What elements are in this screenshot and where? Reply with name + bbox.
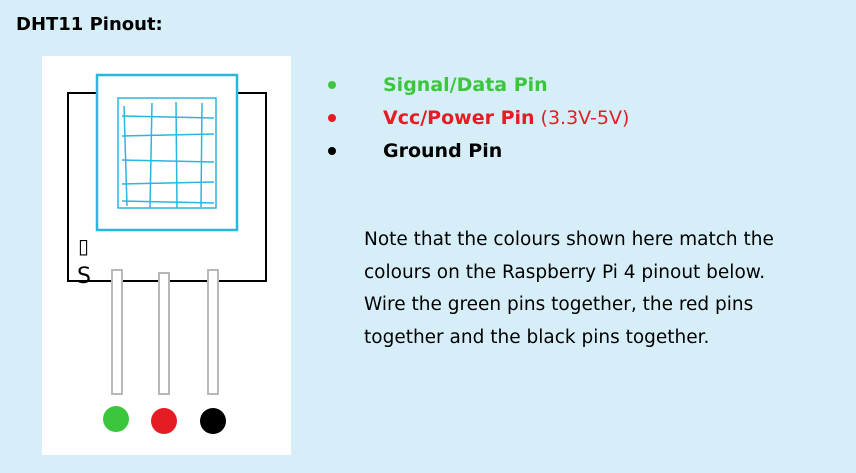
pin-legend-item-vcc: Vcc/Power Pin (3.3V-5V)	[322, 101, 629, 134]
black-dot-icon	[200, 408, 226, 434]
dht11-diagram: ▯ S	[42, 56, 291, 455]
note-line: together and the black pins together.	[364, 326, 710, 348]
sensor-marking-bottom: S	[77, 264, 91, 289]
green-dot-icon	[103, 406, 129, 432]
pin-signal	[111, 269, 123, 395]
note-line: Note that the colours shown here match t…	[364, 229, 774, 250]
pin-name-ground: Ground Pin	[383, 139, 503, 162]
pin-legend-item-ground: Ground Pin	[322, 134, 629, 167]
pin-legend: Signal/Data Pin Vcc/Power Pin (3.3V-5V) …	[322, 68, 629, 167]
wiring-note: Note that the colours shown here match t…	[364, 224, 814, 354]
sensor-housing	[95, 73, 239, 232]
pin-name-vcc: Vcc/Power Pin	[383, 106, 535, 129]
bullet-icon	[328, 113, 336, 122]
note-line: colours on the Raspberry Pi 4 pinout bel…	[364, 261, 766, 283]
pin-vcc	[158, 272, 170, 395]
pin-ground	[207, 269, 219, 395]
bullet-icon	[328, 146, 336, 155]
pin-voltage-range: (3.3V-5V)	[540, 106, 630, 129]
page-title: DHT11 Pinout:	[16, 14, 163, 35]
sensor-grid	[121, 101, 215, 209]
dht11-sensor-drawing: ▯ S	[67, 73, 267, 434]
sensor-marking-top: ▯	[78, 234, 89, 258]
note-line: Wire the green pins together, the red pi…	[364, 294, 754, 315]
sensor-inner-frame	[117, 97, 217, 209]
bullet-icon	[328, 80, 336, 89]
pin-legend-item-signal: Signal/Data Pin	[322, 68, 629, 101]
pin-name-signal: Signal/Data Pin	[383, 73, 548, 96]
red-dot-icon	[151, 408, 177, 434]
